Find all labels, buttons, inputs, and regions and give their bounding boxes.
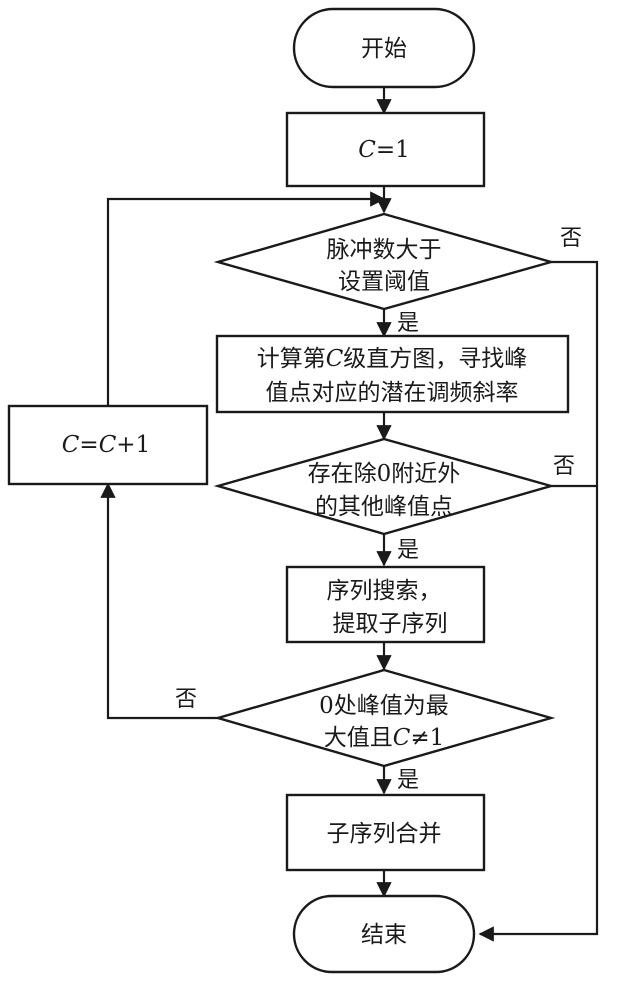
merge-node: 子序列合并 <box>285 793 486 872</box>
end-node: 结束 <box>292 894 476 974</box>
start-node: 开始 <box>292 7 476 89</box>
start-label: 开始 <box>361 36 407 62</box>
cond-pulses-node: 脉冲数大于 设置阈值 <box>213 212 556 311</box>
increment-label: C=C+1 <box>62 432 150 458</box>
end-label: 结束 <box>361 922 407 948</box>
cond-max-node: 0处峰值为最 大值且C≠1 <box>213 668 556 768</box>
cond-pulses-line2: 设置阈值 <box>338 269 430 295</box>
compute-process-shape <box>215 334 570 414</box>
search-line2: 提取子序列 <box>333 611 448 637</box>
no-label-peaks: 否 <box>553 454 575 479</box>
merge-label: 子序列合并 <box>327 821 442 847</box>
merge-process-shape <box>285 793 486 872</box>
cond-max-line2: 大值且C≠1 <box>324 725 445 751</box>
increment-var1: C <box>62 432 80 458</box>
compute-node: 计算第C级直方图，寻找峰 值点对应的潜在调频斜率 <box>215 334 570 414</box>
init-var: C <box>358 137 376 163</box>
connectors <box>100 88 599 942</box>
compute-line1-pre: 计算第 <box>257 346 326 372</box>
increment-mid: = <box>79 432 98 458</box>
increment-process-shape <box>7 404 209 486</box>
cond-pulses-decision-shape <box>213 212 556 311</box>
cond-max-line2-var: C <box>393 725 411 751</box>
search-line1: 序列搜索， <box>327 578 442 604</box>
increment-post: +1 <box>116 432 150 458</box>
yes-label-peaks: 是 <box>397 538 419 563</box>
cond-peaks-node: 存在除0附近外 的其他峰值点 <box>213 437 556 536</box>
compute-line1: 计算第C级直方图，寻找峰 <box>257 346 528 372</box>
no-label-max: 否 <box>175 687 197 712</box>
cond-peaks-line2: 的其他峰值点 <box>315 494 453 520</box>
increment-node: C=C+1 <box>7 404 209 486</box>
start-terminal-shape <box>292 7 476 89</box>
init-rest: =1 <box>376 137 410 163</box>
yes-label-pulses: 是 <box>397 311 419 336</box>
edge-cond-pulses-no <box>478 260 599 942</box>
init-process-shape <box>285 111 486 188</box>
init-label: C=1 <box>358 137 410 163</box>
compute-line2: 值点对应的潜在调频斜率 <box>266 380 519 406</box>
init-node: C=1 <box>285 111 486 188</box>
compute-line1-post: 级直方图，寻找峰 <box>343 346 527 372</box>
cond-max-line1: 0处峰值为最 <box>319 693 449 719</box>
cond-max-line2-pre: 大值且 <box>324 725 393 751</box>
increment-var2: C <box>99 432 117 458</box>
cond-pulses-line1: 脉冲数大于 <box>327 237 442 263</box>
cond-peaks-line1: 存在除0附近外 <box>308 461 461 487</box>
yes-label-max: 是 <box>397 768 419 793</box>
edge-cond-max-no <box>100 482 218 720</box>
cond-max-line2-post: ≠1 <box>410 725 444 751</box>
edge-increment-loop-back <box>106 191 386 406</box>
edge-labels: 是 是 是 否 否 否 <box>175 226 582 793</box>
cond-peaks-decision-shape <box>213 437 556 536</box>
search-node: 序列搜索， 提取子序列 <box>285 565 486 644</box>
compute-line1-var: C <box>326 346 344 372</box>
no-label-pulses: 否 <box>560 226 582 251</box>
end-terminal-shape <box>292 894 476 974</box>
cond-max-decision-shape <box>213 668 556 768</box>
search-process-shape <box>285 565 486 644</box>
